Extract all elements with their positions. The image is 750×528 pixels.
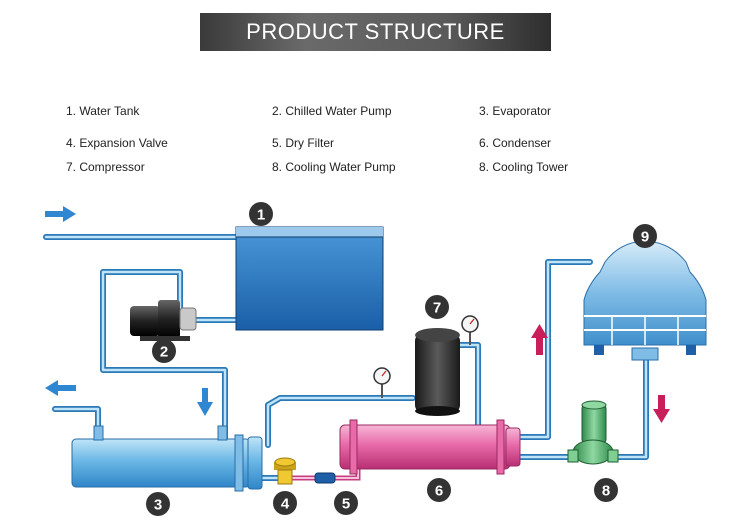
outlet-arrow <box>45 380 76 396</box>
legend-item: 3. Evaporator <box>479 104 552 118</box>
legend-item: 6. Condenser <box>479 136 552 150</box>
inlet-arrow <box>45 206 76 222</box>
marker-9: 9 <box>633 224 657 248</box>
svg-text:8: 8 <box>602 483 610 500</box>
cooling-tower <box>583 240 707 361</box>
chilled-water-pump <box>130 300 197 341</box>
up-arrow-red <box>531 324 548 355</box>
down-arrow-red <box>653 395 670 423</box>
pressure-gauge-discharge <box>461 315 479 345</box>
marker-5: 5 <box>334 491 358 515</box>
marker-8: 8 <box>594 478 618 502</box>
evaporator-outlet-pipe <box>52 406 101 433</box>
condenser <box>339 419 521 475</box>
evaporator <box>71 425 263 492</box>
svg-text:3: 3 <box>154 497 162 514</box>
expansion-valve <box>274 457 296 485</box>
svg-text:4: 4 <box>281 496 290 513</box>
page-title: PRODUCT STRUCTURE <box>246 19 505 44</box>
legend-item: 2. Chilled Water Pump <box>272 104 392 118</box>
tower-to-pump-pipe <box>609 357 649 460</box>
compressor <box>415 328 460 416</box>
component-legend: 1. Water Tank 2. Chilled Water Pump 3. E… <box>0 0 750 190</box>
svg-text:5: 5 <box>342 496 350 513</box>
marker-2: 2 <box>152 339 176 363</box>
legend-item: 8. Cooling Tower <box>479 160 569 174</box>
marker-6: 6 <box>427 478 451 502</box>
pressure-gauge-suction <box>373 367 391 398</box>
water-tank <box>235 226 384 331</box>
legend-item: 7. Compressor <box>66 160 145 174</box>
svg-text:1: 1 <box>257 207 265 224</box>
condenser-to-tower-pipe <box>514 259 593 440</box>
cooling-water-pump <box>567 400 619 465</box>
down-arrow-blue <box>197 388 213 416</box>
dry-filter <box>314 472 336 484</box>
legend-item: 8. Cooling Water Pump <box>272 160 396 174</box>
svg-text:2: 2 <box>160 344 168 361</box>
marker-7: 7 <box>425 295 449 319</box>
legend-item: 4. Expansion Valve <box>66 136 168 150</box>
svg-text:7: 7 <box>433 300 441 317</box>
marker-4: 4 <box>273 491 297 515</box>
svg-text:9: 9 <box>641 229 649 246</box>
title-banner: PRODUCT STRUCTURE <box>200 13 551 51</box>
svg-text:6: 6 <box>435 483 443 500</box>
legend-item: 1. Water Tank <box>66 104 140 118</box>
legend-item: 5. Dry Filter <box>272 136 335 150</box>
discharge-pipe <box>457 342 481 433</box>
marker-1: 1 <box>249 202 273 226</box>
marker-3: 3 <box>146 492 170 516</box>
